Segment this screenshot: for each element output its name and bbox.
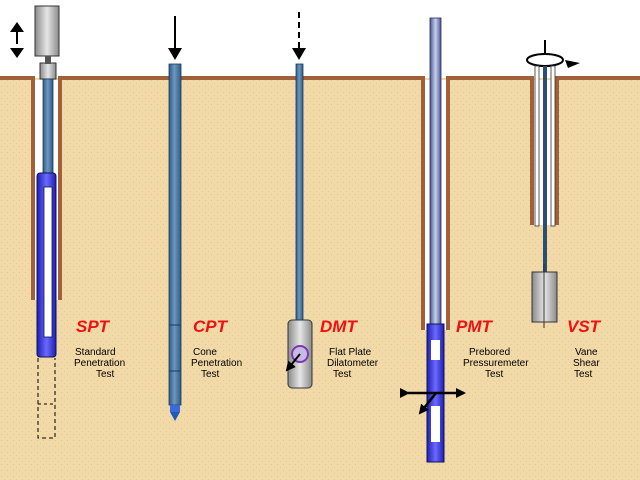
dmt-rod — [295, 63, 304, 321]
pmt-line-1: Prebored — [469, 347, 511, 358]
spt-drill-rod — [42, 78, 54, 174]
vst-description: Vane Shear Test — [573, 347, 600, 380]
vst-casing-right — [550, 65, 556, 227]
spt-description: Standard Penetration Test — [74, 347, 125, 380]
vst-line-3: Test — [574, 369, 593, 380]
ground-surface-line — [0, 76, 640, 330]
spt-label: SPT — [76, 317, 110, 336]
spt-apparatus — [10, 5, 60, 439]
spt-future-position-outline — [37, 358, 56, 439]
rotation-arrow — [526, 53, 564, 67]
spt-line-3: Test — [96, 369, 115, 380]
cpt-line-2: Penetration — [191, 358, 243, 369]
vst-line-1: Vane — [575, 347, 598, 358]
spt-anvil — [39, 62, 57, 80]
dmt-apparatus — [285, 12, 313, 389]
cpt-line-3: Test — [201, 369, 220, 380]
cpt-apparatus — [168, 16, 182, 421]
vst-rod — [543, 66, 547, 272]
pmt-description: Prebored Pressuremeter Test — [463, 347, 529, 380]
pmt-apparatus — [400, 17, 466, 463]
spt-line-1: Standard — [75, 347, 116, 358]
spt-sample-window — [43, 186, 53, 338]
cpt-label: CPT — [193, 317, 227, 336]
cpt-cone-sleeve — [170, 405, 180, 412]
vst-label: VST — [567, 317, 601, 336]
spt-guide-rod — [45, 56, 51, 64]
vst-casing-left — [534, 65, 540, 227]
dmt-line-2: Dilatometer — [327, 358, 379, 369]
vst-line-2: Shear — [573, 358, 600, 369]
dmt-line-1: Flat Plate — [329, 347, 372, 358]
dmt-label: DMT — [320, 317, 357, 336]
spt-drive-weight — [34, 5, 60, 57]
cpt-cone-tip — [170, 412, 180, 421]
pmt-label: PMT — [456, 317, 492, 336]
spt-line-2: Penetration — [74, 358, 126, 369]
pmt-mast — [429, 17, 442, 325]
cpt-description: Cone Penetration Test — [191, 347, 242, 380]
dmt-description: Flat Plate Dilatometer Test — [327, 347, 378, 380]
pmt-line-2: Pressuremeter — [463, 358, 529, 369]
dmt-expansion-arrow — [285, 353, 301, 372]
cpt-line-1: Cone — [193, 347, 217, 358]
cpt-rod — [168, 63, 182, 406]
dmt-line-3: Test — [333, 369, 352, 380]
pmt-line-3: Test — [485, 369, 504, 380]
vst-apparatus — [526, 40, 580, 328]
